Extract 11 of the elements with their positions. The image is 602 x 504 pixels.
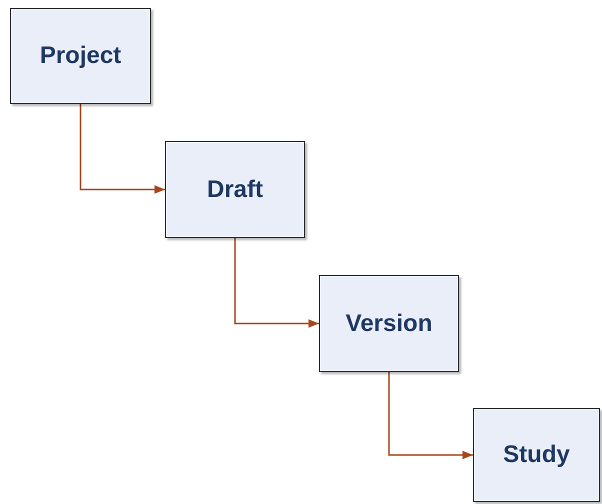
process-box <box>319 275 459 372</box>
process-box <box>10 8 151 104</box>
box-label: Draft <box>206 176 263 204</box>
elbow-arrow <box>80 104 165 194</box>
box-label: Study <box>503 441 570 469</box>
box-label: Project <box>40 42 122 70</box>
box-label: Version <box>346 310 432 338</box>
elbow-arrow <box>234 238 319 328</box>
process-box <box>473 408 600 502</box>
process-box <box>165 141 305 238</box>
elbow-arrow <box>388 372 473 460</box>
